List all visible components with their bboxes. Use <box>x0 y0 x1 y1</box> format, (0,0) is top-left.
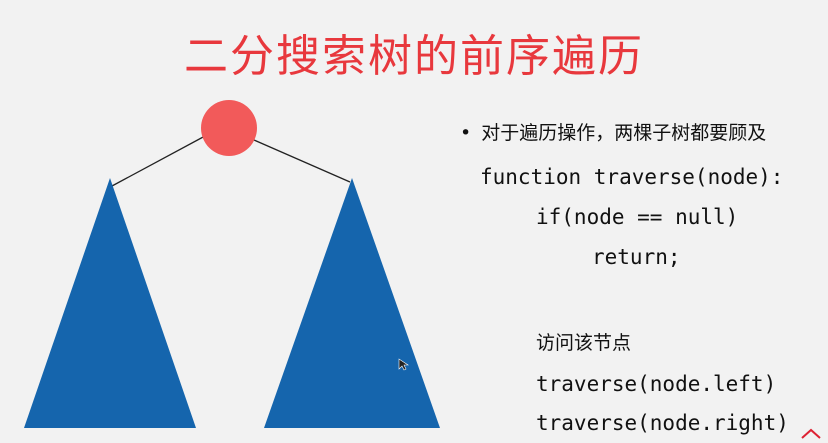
root-node-circle <box>201 100 257 156</box>
right-subtree-triangle <box>264 178 440 428</box>
code-line-function: function traverse(node): <box>480 165 784 189</box>
code-line-traverse-left: traverse(node.left) <box>536 372 777 396</box>
mouse-cursor-icon <box>398 358 409 371</box>
corner-logo-icon <box>800 428 822 440</box>
code-line-if: if(node == null) <box>536 205 739 229</box>
left-edge <box>111 135 206 187</box>
bullet-dot-icon: • <box>460 122 472 144</box>
bullet-text: 对于遍历操作，两棵子树都要顾及 <box>481 122 767 144</box>
right-edge <box>253 139 351 183</box>
bullet-point: • 对于遍历操作，两棵子树都要顾及 <box>460 118 766 145</box>
code-line-return: return; <box>592 245 681 269</box>
slide-title: 二分搜索树的前序遍历 <box>184 31 644 82</box>
code-line-visit: 访问该节点 <box>536 332 632 354</box>
left-subtree-triangle <box>24 178 196 428</box>
code-line-traverse-right: traverse(node.right) <box>536 411 789 435</box>
